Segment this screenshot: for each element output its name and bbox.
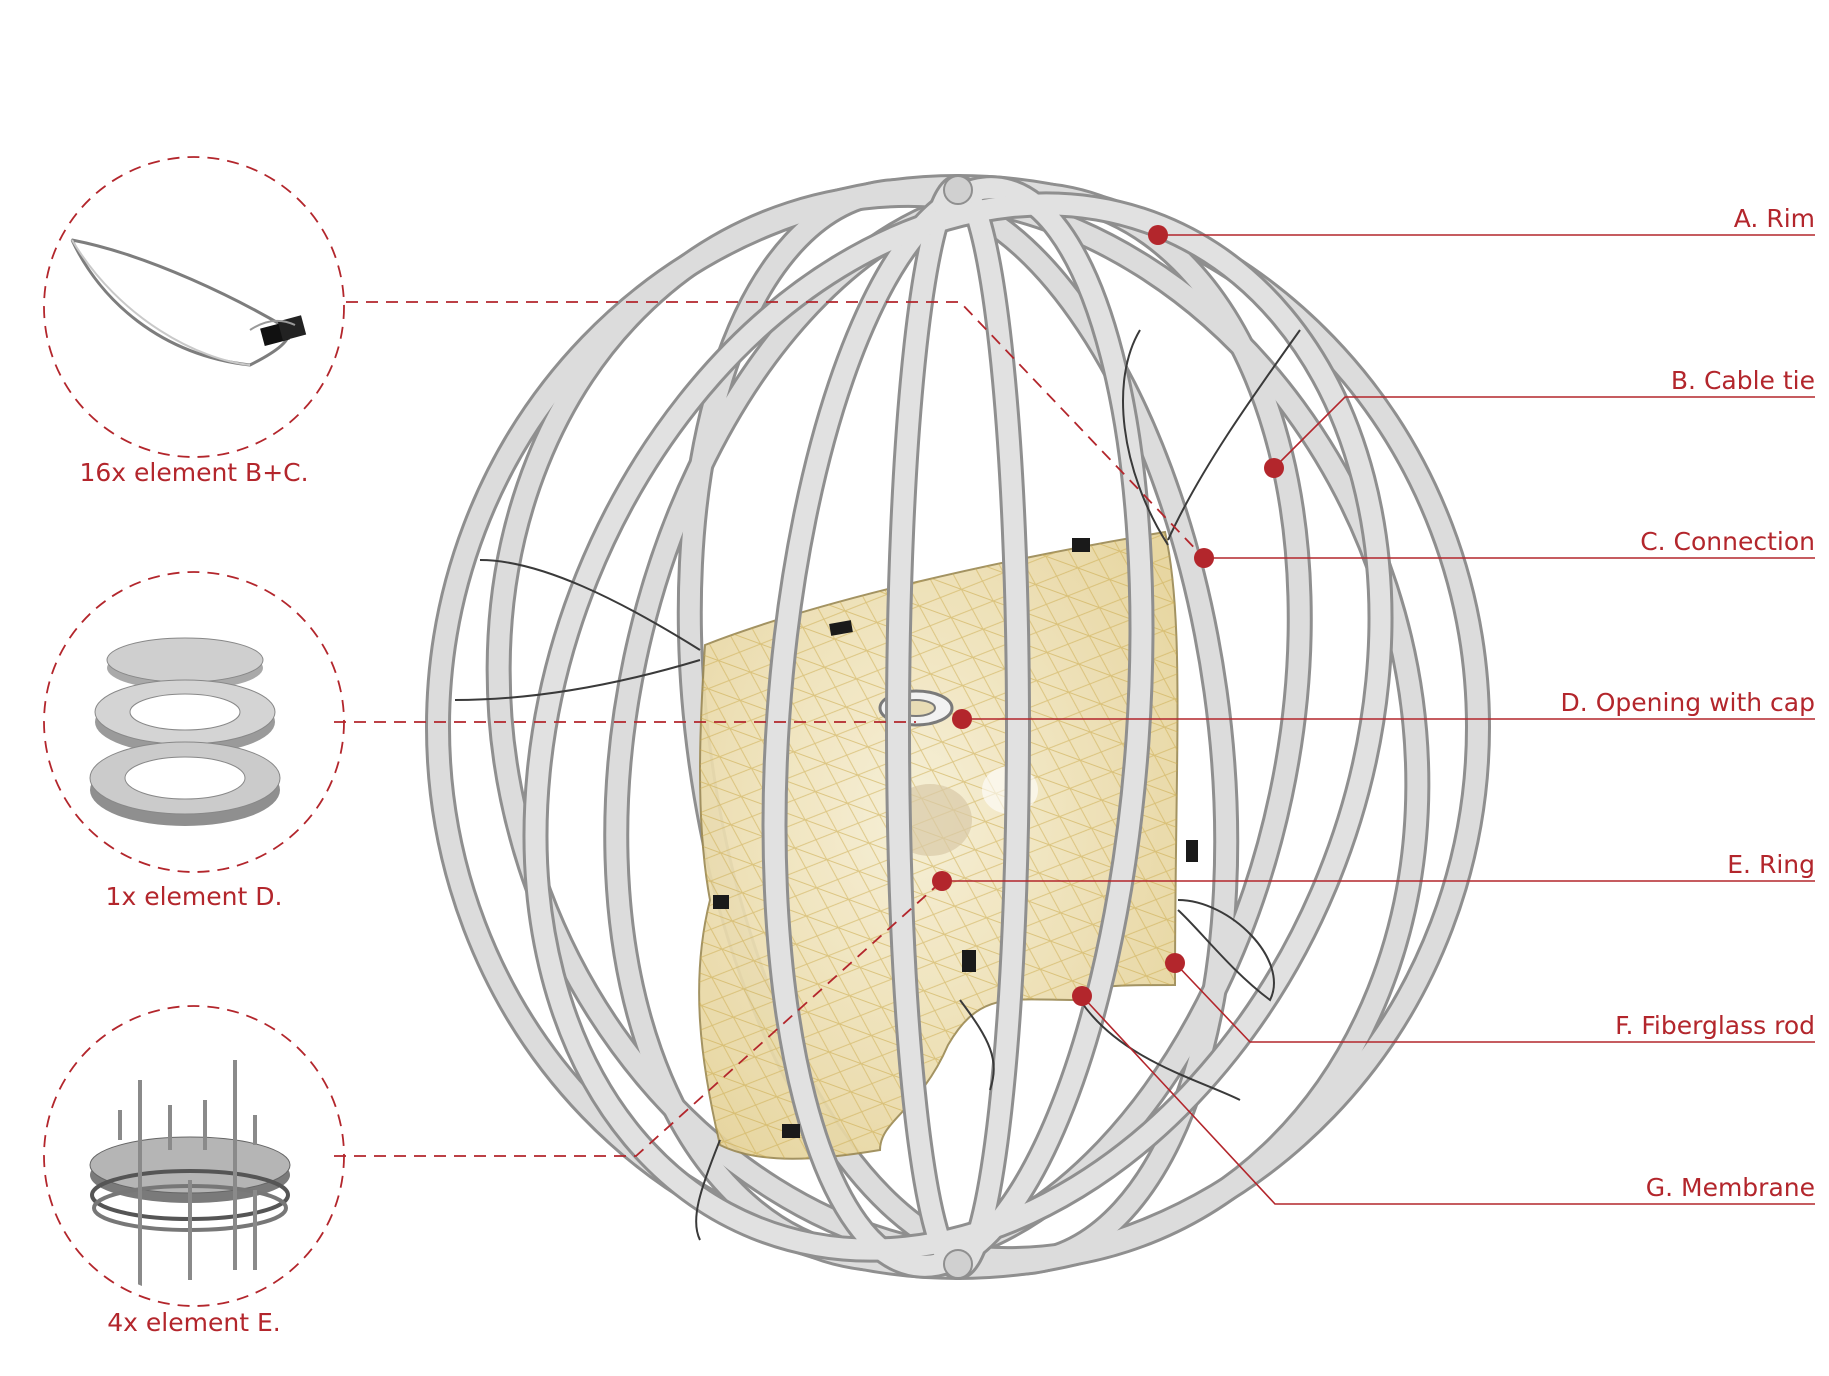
detail-connectors [334,301,1205,1157]
detail-circle-opening-cap [43,571,345,873]
callout-markers [932,225,1284,1006]
leader-lines [942,234,1815,1205]
detail-circle-ring [43,1005,345,1307]
marker-rim [1148,225,1168,245]
caption-detail-d: 1x element D. [105,882,283,911]
marker-ring [932,871,952,891]
marker-cable-tie [1264,458,1284,478]
marker-fiberglass [1165,953,1185,973]
rim-frame-front [522,174,1394,1280]
detail-circle-cable-tie [43,156,345,458]
label-opening-with-cap: D. Opening with cap [1560,688,1815,717]
label-cable-tie: B. Cable tie [1670,366,1815,395]
marker-membrane [1072,986,1092,1006]
marker-opening [952,709,972,729]
label-connection: C. Connection [1640,527,1815,556]
caption-detail-bc: 16x element B+C. [79,458,309,487]
label-ring: E. Ring [1727,850,1815,879]
caption-detail-e: 4x element E. [107,1308,281,1337]
binder-clips [713,538,1198,1138]
marker-connection [1194,548,1214,568]
label-membrane: G. Membrane [1645,1173,1815,1202]
membrane-shape [698,530,1179,1160]
label-rim: A. Rim [1733,204,1815,233]
cable-ties [454,329,1301,1241]
label-fiberglass-rod: F. Fiberglass rod [1615,1011,1815,1040]
